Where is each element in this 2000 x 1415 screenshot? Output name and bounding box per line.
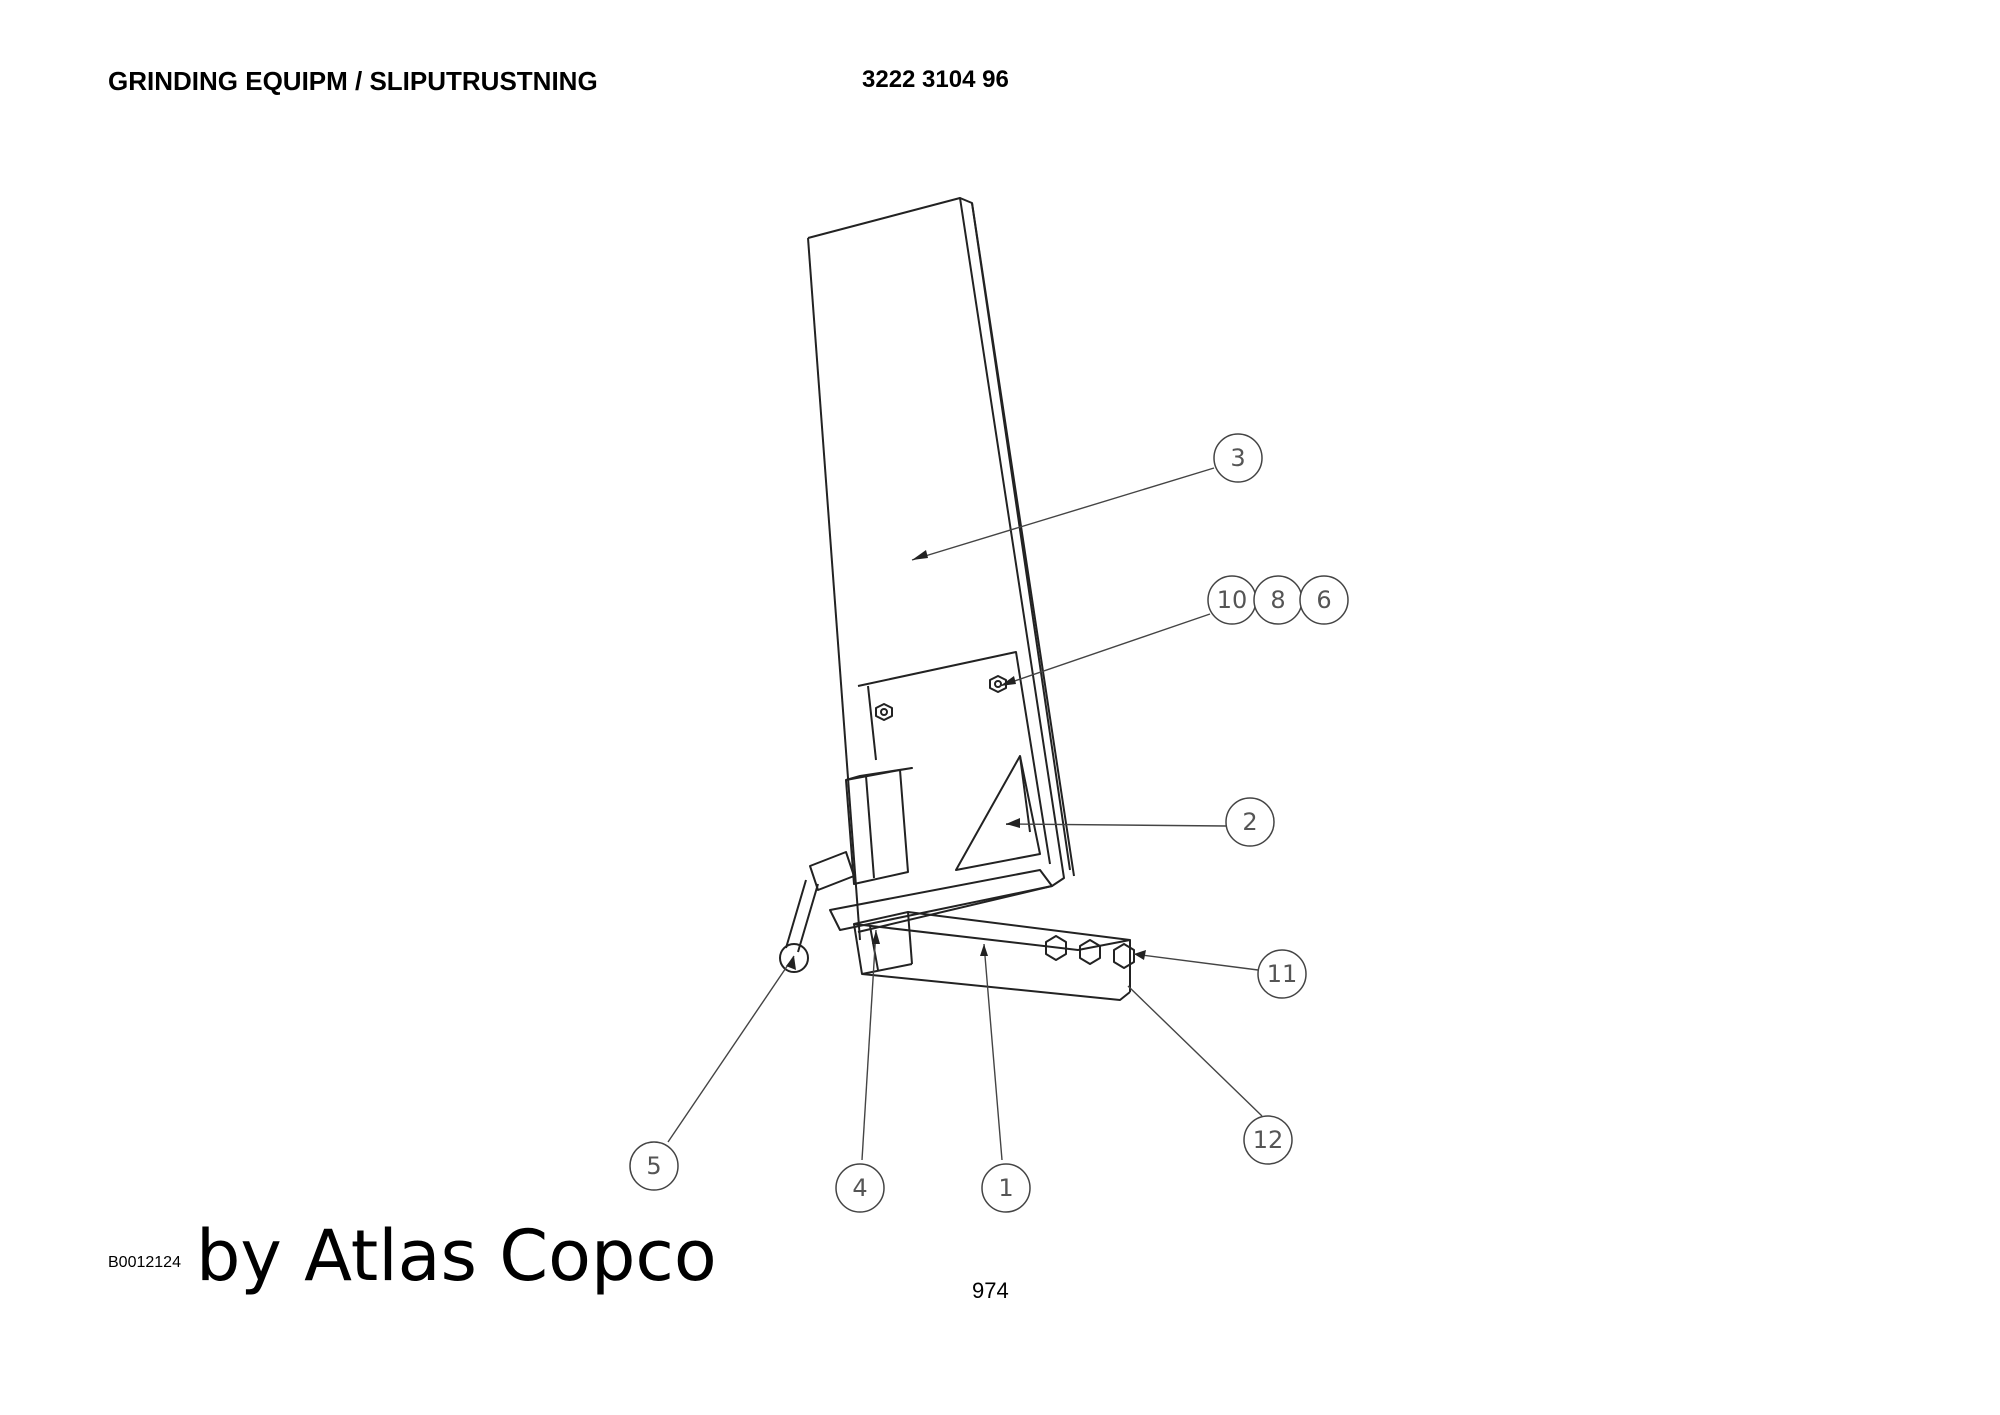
- callout-1: 1: [998, 1174, 1013, 1202]
- mounting-bracket: [829, 651, 1053, 931]
- arm-nuts: [1045, 935, 1135, 969]
- callout-5: 5: [646, 1152, 661, 1180]
- callout-12: 12: [1253, 1126, 1284, 1154]
- plate-bolts: [875, 675, 1007, 721]
- callout-4: 4: [852, 1174, 867, 1202]
- callout-8: 8: [1270, 586, 1285, 614]
- document-title: GRINDING EQUIPM / SLIPUTRUSTNING: [108, 66, 598, 96]
- callout-2: 2: [1242, 808, 1257, 836]
- lever-handle: [779, 851, 855, 973]
- page-number: 974: [972, 1278, 1009, 1303]
- callout-10: 10: [1217, 586, 1248, 614]
- upright-plate: [807, 197, 1075, 941]
- brand-watermark: by Atlas Copco: [196, 1215, 717, 1297]
- callout-11: 11: [1267, 960, 1298, 988]
- callout-6: 6: [1316, 586, 1331, 614]
- square-post: [845, 767, 913, 885]
- part-number: 3222 3104 96: [862, 66, 1009, 93]
- callout-3: 3: [1230, 444, 1245, 472]
- square-tube-arm: [853, 911, 1131, 1001]
- document-id: B0012124: [108, 1254, 181, 1271]
